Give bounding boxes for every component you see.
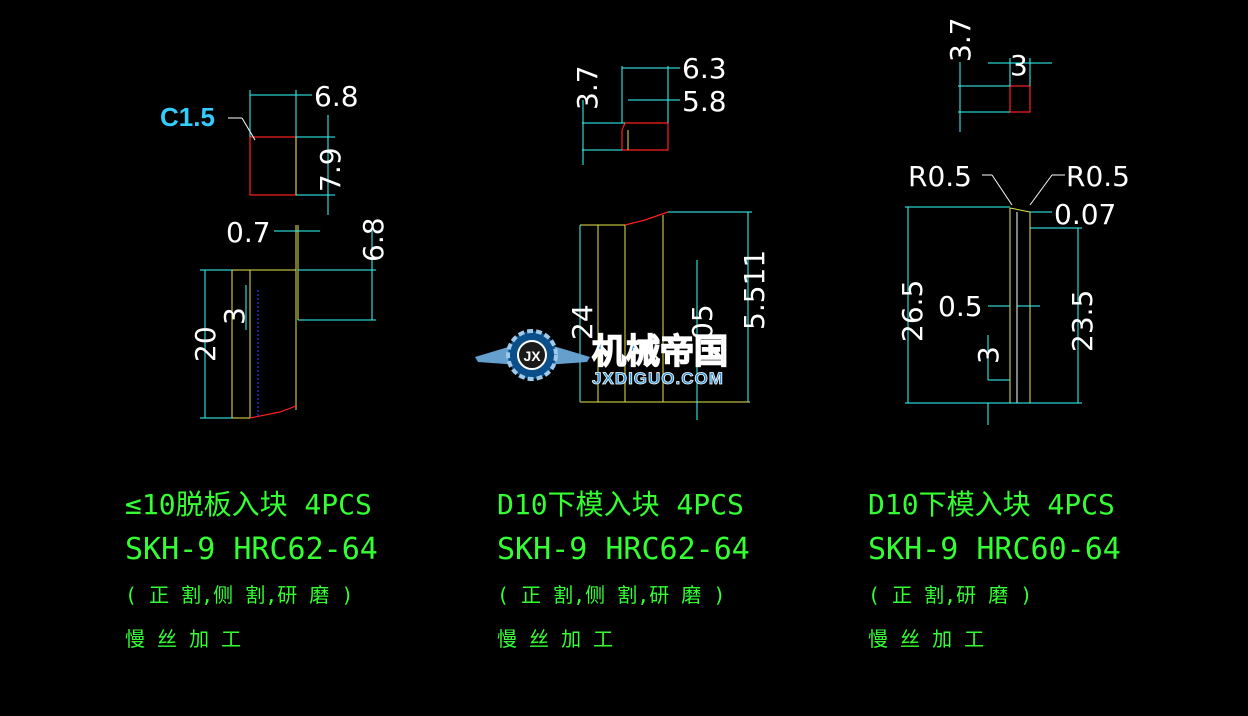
left-dim-7-9: 7.9	[314, 147, 347, 192]
left-dim-3: 3	[218, 307, 251, 325]
right-note-part-name: D10下模入块 4PCS	[868, 488, 1115, 521]
right-main-outline	[1009, 207, 1031, 213]
right-note-process: ( 正 割,研 磨 )	[868, 583, 1032, 607]
left-note-part-name: ≤10脱板入块 4PCS	[125, 488, 372, 521]
right-dim-3-top: 3	[1010, 49, 1028, 82]
middle-dim-5-511: 5.511	[738, 250, 771, 330]
middle-note-material: SKH-9 HRC62-64	[497, 532, 750, 567]
chamfer-leader	[241, 117, 256, 141]
right-dim-3: 3	[972, 346, 1005, 364]
right-dim-3-7: 3.7	[944, 17, 977, 62]
middle-part-drawing: 6.3 5.8 3.7 24 05 5.511	[566, 52, 771, 420]
left-top-view-outline	[249, 136, 297, 196]
middle-note-wire-cut: 慢 丝 加 工	[497, 627, 613, 651]
watermark-title: 机械帝国	[592, 332, 728, 372]
left-main-cut-edge	[249, 405, 297, 419]
left-note-material: SKH-9 HRC62-64	[125, 532, 378, 567]
left-note-process: ( 正 割,侧 割,研 磨 )	[125, 583, 353, 607]
radius-leader	[991, 174, 1013, 206]
right-part-drawing: 3 3.7 R0.5 R0.5 0.07 26.5 0.5 3 23.5	[896, 17, 1130, 425]
middle-top-view-outline	[621, 122, 669, 151]
right-dim-0-07: 0.07	[1054, 198, 1116, 231]
watermark-logo: JX 机械帝国 JXDIGUO.COM	[475, 329, 729, 388]
radius-leader	[1029, 174, 1053, 206]
left-part-drawing: 6.8 7.9 C1.5 0.7 6.8 20 3	[160, 80, 390, 419]
left-notes: ≤10脱板入块 4PCS SKH-9 HRC62-64 ( 正 割,侧 割,研 …	[125, 488, 378, 651]
right-top-view-outline	[1009, 85, 1031, 113]
middle-dim-3-7: 3.7	[571, 65, 604, 110]
middle-dim-5-8: 5.8	[682, 85, 727, 118]
left-dim-6-8-top: 6.8	[314, 80, 359, 113]
middle-note-part-name: D10下模入块 4PCS	[497, 488, 744, 521]
middle-dim-05: 05	[686, 304, 719, 340]
right-dim-0-5: 0.5	[938, 290, 983, 323]
right-dim-r0-5-left: R0.5	[908, 160, 972, 193]
middle-dim-6-3: 6.3	[682, 52, 727, 85]
chamfer-label: C1.5	[160, 102, 215, 132]
left-dim-6-8-side: 6.8	[357, 217, 390, 262]
left-dim-0-7: 0.7	[226, 216, 271, 249]
watermark-emblem-text: JX	[523, 348, 541, 364]
winged-gear-icon: JX	[475, 329, 590, 381]
left-note-wire-cut: 慢 丝 加 工	[125, 627, 241, 651]
middle-note-process: ( 正 割,侧 割,研 磨 )	[497, 583, 725, 607]
right-note-material: SKH-9 HRC60-64	[868, 532, 1121, 567]
watermark-url: JXDIGUO.COM	[592, 369, 724, 388]
left-main-outline	[231, 270, 250, 419]
right-dim-r0-5-right: R0.5	[1066, 160, 1130, 193]
middle-dim-24: 24	[566, 304, 599, 340]
right-notes: D10下模入块 4PCS SKH-9 HRC60-64 ( 正 割,研 磨 ) …	[868, 488, 1121, 651]
middle-main-cut-edge	[624, 211, 669, 226]
right-dim-26-5: 26.5	[896, 280, 929, 342]
middle-notes: D10下模入块 4PCS SKH-9 HRC62-64 ( 正 割,侧 割,研 …	[497, 488, 750, 651]
right-note-wire-cut: 慢 丝 加 工	[868, 627, 984, 651]
left-dim-20: 20	[189, 326, 222, 362]
right-dim-23-5: 23.5	[1066, 290, 1099, 352]
